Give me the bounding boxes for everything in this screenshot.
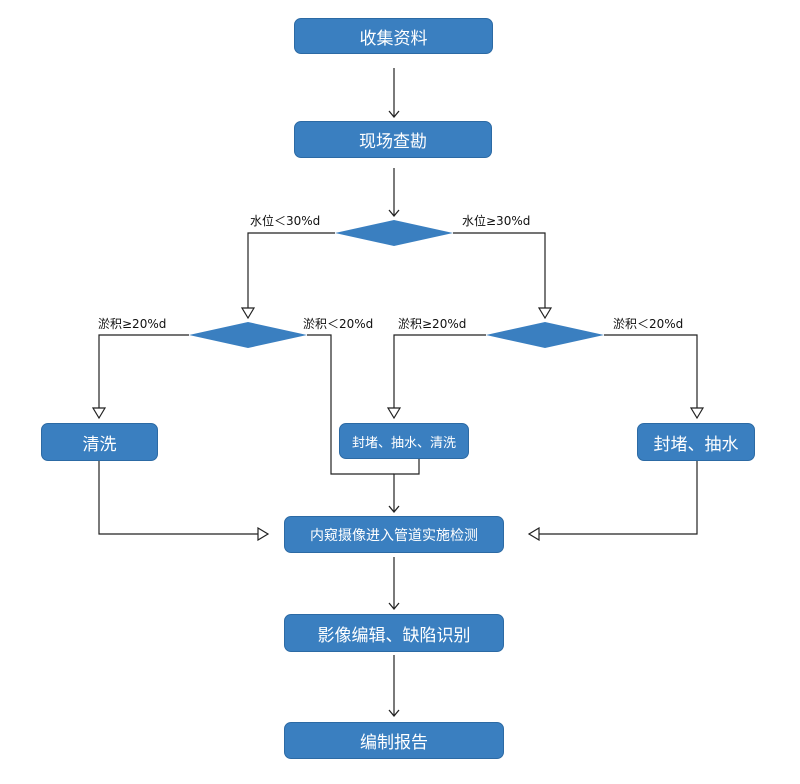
node-clean: 清洗 bbox=[41, 423, 158, 461]
arrow-sediment-high-to-seal-pump-clean bbox=[394, 334, 486, 418]
arrow-seal-pump-to-inspect bbox=[529, 461, 698, 534]
label-water-low: 水位＜30%d bbox=[250, 214, 321, 228]
node-edit-identify: 影像编辑、缺陷识别 bbox=[284, 614, 504, 652]
decision-diamond-sediment-right bbox=[486, 322, 604, 348]
node-report: 编制报告 bbox=[284, 722, 504, 759]
label-sediment-high-left: 淤积≥20%d bbox=[98, 317, 167, 331]
arrow-sediment-low-to-inspect bbox=[307, 334, 394, 475]
label-sediment-high-right: 淤积≥20%d bbox=[398, 317, 467, 331]
decision-diamond-sediment-left bbox=[189, 322, 307, 348]
node-collect-data: 收集资料 bbox=[294, 18, 493, 54]
arrow-sediment-high-to-clean bbox=[99, 334, 189, 418]
arrow-clean-to-inspect bbox=[98, 461, 268, 534]
label-sediment-low-right: 淤积＜20%d bbox=[613, 317, 684, 331]
arrow-seal-pump-clean-to-inspect bbox=[388, 459, 420, 514]
arrow-water-low-branch bbox=[248, 232, 335, 318]
node-inspect: 内窥摄像进入管道实施检测 bbox=[284, 516, 504, 553]
label-sediment-low-left: 淤积＜20%d bbox=[303, 317, 374, 331]
arrow-water-high-branch bbox=[453, 232, 545, 318]
label-water-high: 水位≥30%d bbox=[462, 214, 531, 228]
decision-diamond-water-level bbox=[335, 220, 453, 246]
node-seal-pump: 封堵、抽水 bbox=[637, 423, 755, 461]
node-seal-pump-clean: 封堵、抽水、清洗 bbox=[339, 423, 469, 459]
node-site-survey: 现场查勘 bbox=[294, 121, 492, 158]
arrow-sediment-low-to-seal-pump bbox=[604, 334, 697, 418]
